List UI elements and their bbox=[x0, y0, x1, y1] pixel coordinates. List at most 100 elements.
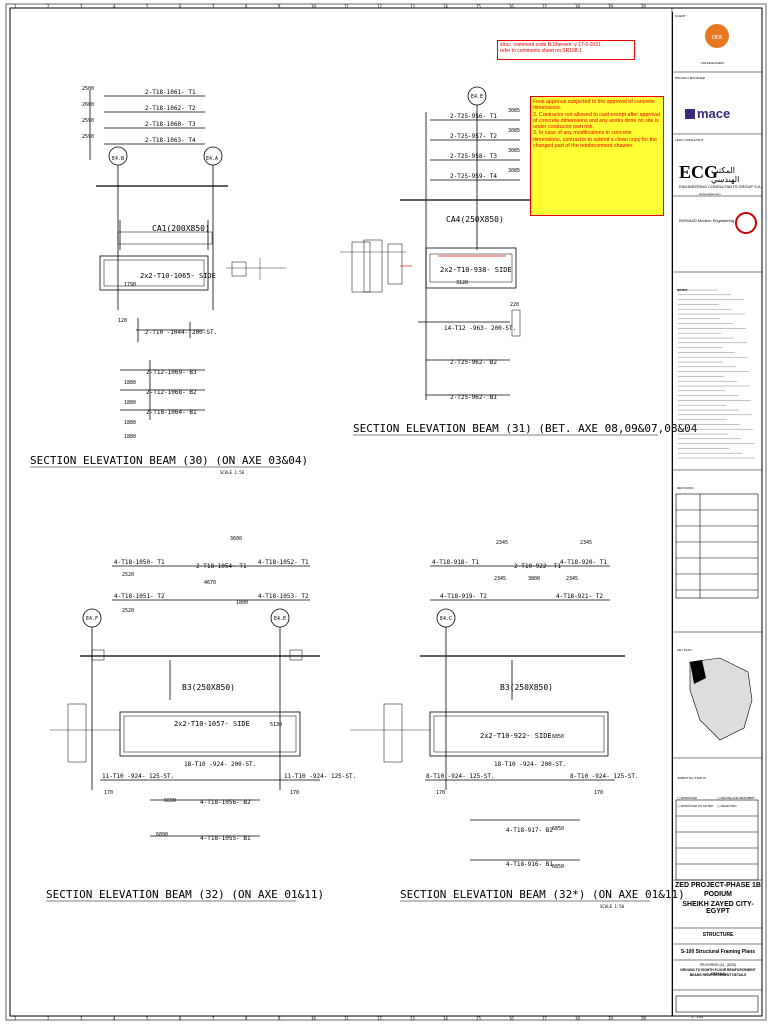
top-bar-label: 2-T18-1061- T1 bbox=[145, 89, 196, 96]
dimension: 170 bbox=[594, 790, 603, 796]
grid-number-bottom: 6 bbox=[179, 1016, 182, 1021]
top-bar-label: 2-T25-959- T4 bbox=[450, 173, 497, 180]
dimension: 220 bbox=[510, 302, 519, 308]
dimension: 1880 bbox=[124, 380, 136, 386]
grid-number-top: 6 bbox=[179, 4, 182, 9]
key-plan-map bbox=[689, 657, 753, 741]
grid-number-bottom: 3 bbox=[80, 1016, 83, 1021]
beam-32-title: SECTION ELEVATION BEAM (32) (ON AXE 01&1… bbox=[46, 888, 324, 901]
grid-number-top: 16 bbox=[509, 4, 514, 9]
top-bar-label: 4-T18-1052- T1 bbox=[258, 559, 309, 566]
comment-red-line-2: refer to comments sheet no.SR108.1 bbox=[500, 48, 582, 54]
beam-32s-scale: SCALE 1:50 bbox=[600, 904, 625, 909]
dimension: 2500 bbox=[82, 86, 94, 92]
bottom-bar-label: 4-T18-1056- B2 bbox=[200, 799, 251, 806]
dimension: 6890 bbox=[156, 832, 168, 838]
top-bar-label: 2-T10-922- T1 bbox=[514, 563, 561, 570]
dimension: 3600 bbox=[230, 536, 242, 542]
grid-number-top: 17 bbox=[542, 4, 547, 9]
grid-number-top: 13 bbox=[410, 4, 415, 9]
top-bar-label: 4-T18-921- T2 bbox=[556, 593, 603, 600]
side-bar-label: 2x2-T10-1057- SIDE bbox=[174, 720, 250, 728]
dimension: 2520 bbox=[122, 572, 134, 578]
dimension: 3085 bbox=[508, 148, 520, 154]
drawing-title-3: BEAMS REINFORCEMENT DETAILS bbox=[689, 973, 747, 977]
grid-number-bottom: 8 bbox=[245, 1016, 248, 1021]
axis-label: E4.B bbox=[112, 156, 124, 162]
yellow-note-3: 3. In case of any modifications in concr… bbox=[533, 130, 657, 150]
bottom-bar-label: 2-T12-1069- B3 bbox=[146, 369, 197, 376]
top-bar-label: 2-T18-1063- T4 bbox=[145, 137, 196, 144]
stirrup-label: 18-T10 -924- 200-ST. bbox=[184, 761, 256, 768]
stirrup-label: 11-T10 -924- 125-ST. bbox=[102, 773, 174, 780]
ecg-web: www.ecgsa.com bbox=[699, 192, 721, 196]
grid-number-bottom: 16 bbox=[509, 1016, 514, 1021]
comment-red-line-1: struc. comment code B.Shereen. y 17-6-20… bbox=[500, 42, 601, 48]
grid-number-top: 3 bbox=[80, 4, 83, 9]
top-bar-label: 4-T18-1051- T2 bbox=[114, 593, 165, 600]
dimension: 1790 bbox=[124, 282, 136, 288]
discipline: STRUCTURE bbox=[702, 932, 734, 938]
dimension: 3085 bbox=[508, 168, 520, 174]
grid-number-bottom: 12 bbox=[377, 1016, 382, 1021]
stirrup-label: 11-T10 -924- 125-ST. bbox=[284, 773, 356, 780]
dimension: 4670 bbox=[204, 580, 216, 586]
dimension: 6690 bbox=[164, 798, 176, 804]
grid-number-bottom: 17 bbox=[542, 1016, 547, 1021]
submittal-label: SUBMITTAL STATUS bbox=[677, 776, 706, 780]
bottom-bar-label: 2-T18-1064- B1 bbox=[146, 409, 197, 416]
bottom-bar-label: 4-T18-916- B1 bbox=[506, 861, 553, 868]
stirrup-label: 18-T10 -924- 200-ST. bbox=[494, 761, 566, 768]
grid-number-bottom: 20 bbox=[641, 1016, 646, 1021]
top-bar-label: 2-T25-956- T1 bbox=[450, 113, 497, 120]
top-bar-label: 2-T18-1054- T1 bbox=[196, 563, 247, 570]
contractor-label: PROJECT MANAGER bbox=[675, 76, 705, 80]
dimension: 170 bbox=[436, 790, 445, 796]
axis-label: E4.E bbox=[274, 616, 286, 622]
beam-30-title: SECTION ELEVATION BEAM (30) (ON AXE 03&0… bbox=[30, 454, 308, 467]
dimension: 3085 bbox=[508, 108, 520, 114]
top-bar-label: 4-T18-919- T2 bbox=[440, 593, 487, 600]
grid-number-top: 2 bbox=[47, 4, 50, 9]
dimension: 2590 bbox=[82, 134, 94, 140]
status-rejected: ▢ REJECTED bbox=[717, 804, 737, 808]
status-approved: ▢ APPROVED bbox=[677, 796, 698, 800]
grid-number-bottom: 11 bbox=[344, 1016, 349, 1021]
grid-number-bottom: 15 bbox=[476, 1016, 481, 1021]
beam-31-elevation bbox=[363, 86, 530, 400]
grid-number-top: 11 bbox=[344, 4, 349, 9]
bottom-bar-label: 4-T18-917- B2 bbox=[506, 827, 553, 834]
grid-number-bottom: 1 bbox=[14, 1016, 17, 1021]
status-approved-noted: ▢ APPROVED AS NOTED bbox=[677, 804, 714, 808]
bottom-bar-label: 4-T18-1055- B1 bbox=[200, 835, 251, 842]
dimension: 3120 bbox=[456, 280, 468, 286]
dimension: 6850 bbox=[552, 826, 564, 832]
dimension: 6850 bbox=[552, 734, 564, 740]
dimension: 2520 bbox=[122, 608, 134, 614]
grid-number-bottom: 4 bbox=[113, 1016, 116, 1021]
drawing-title-1: PROGRESS (A) - (DDD) bbox=[699, 963, 737, 967]
client-label: CLIENT bbox=[675, 14, 686, 18]
stirrup-label: 2-T10 -1044- 200-ST. bbox=[145, 329, 217, 336]
stirrup-label: 8-T10 -924- 125-ST. bbox=[570, 773, 639, 780]
top-bar-label: 4-T18-1053- T2 bbox=[258, 593, 309, 600]
top-bar-label: 2-T18-1060- T3 bbox=[145, 121, 196, 128]
mace-logo: mace bbox=[685, 106, 730, 121]
key-plan-label: KEY PLAN bbox=[677, 648, 692, 652]
grid-number-top: 20 bbox=[641, 4, 646, 9]
beam-tag: CA1(200X850) bbox=[152, 224, 210, 233]
ecg-name: ENGINEERING CONSULTANTS GROUP S.A. bbox=[679, 184, 762, 189]
yellow-note-1: Final approval subjected to the approval… bbox=[533, 99, 655, 112]
project-location: SHEIKH ZAYED CITY-EGYPT bbox=[682, 901, 754, 915]
sub-consultant: INSHAAD Modern Engineering bbox=[679, 218, 734, 223]
dimension: 120 bbox=[118, 318, 127, 324]
bottom-bar-label: 2-T12-1068- B2 bbox=[146, 389, 197, 396]
grid-number-top: 5 bbox=[146, 4, 149, 9]
beam-32s-title: SECTION ELEVATION BEAM (32*) (ON AXE 01&… bbox=[400, 888, 685, 901]
dimension: 3085 bbox=[508, 128, 520, 134]
grid-number-bottom: 2 bbox=[47, 1016, 50, 1021]
ecg-arabic: المكتب الهندسي bbox=[711, 166, 740, 184]
